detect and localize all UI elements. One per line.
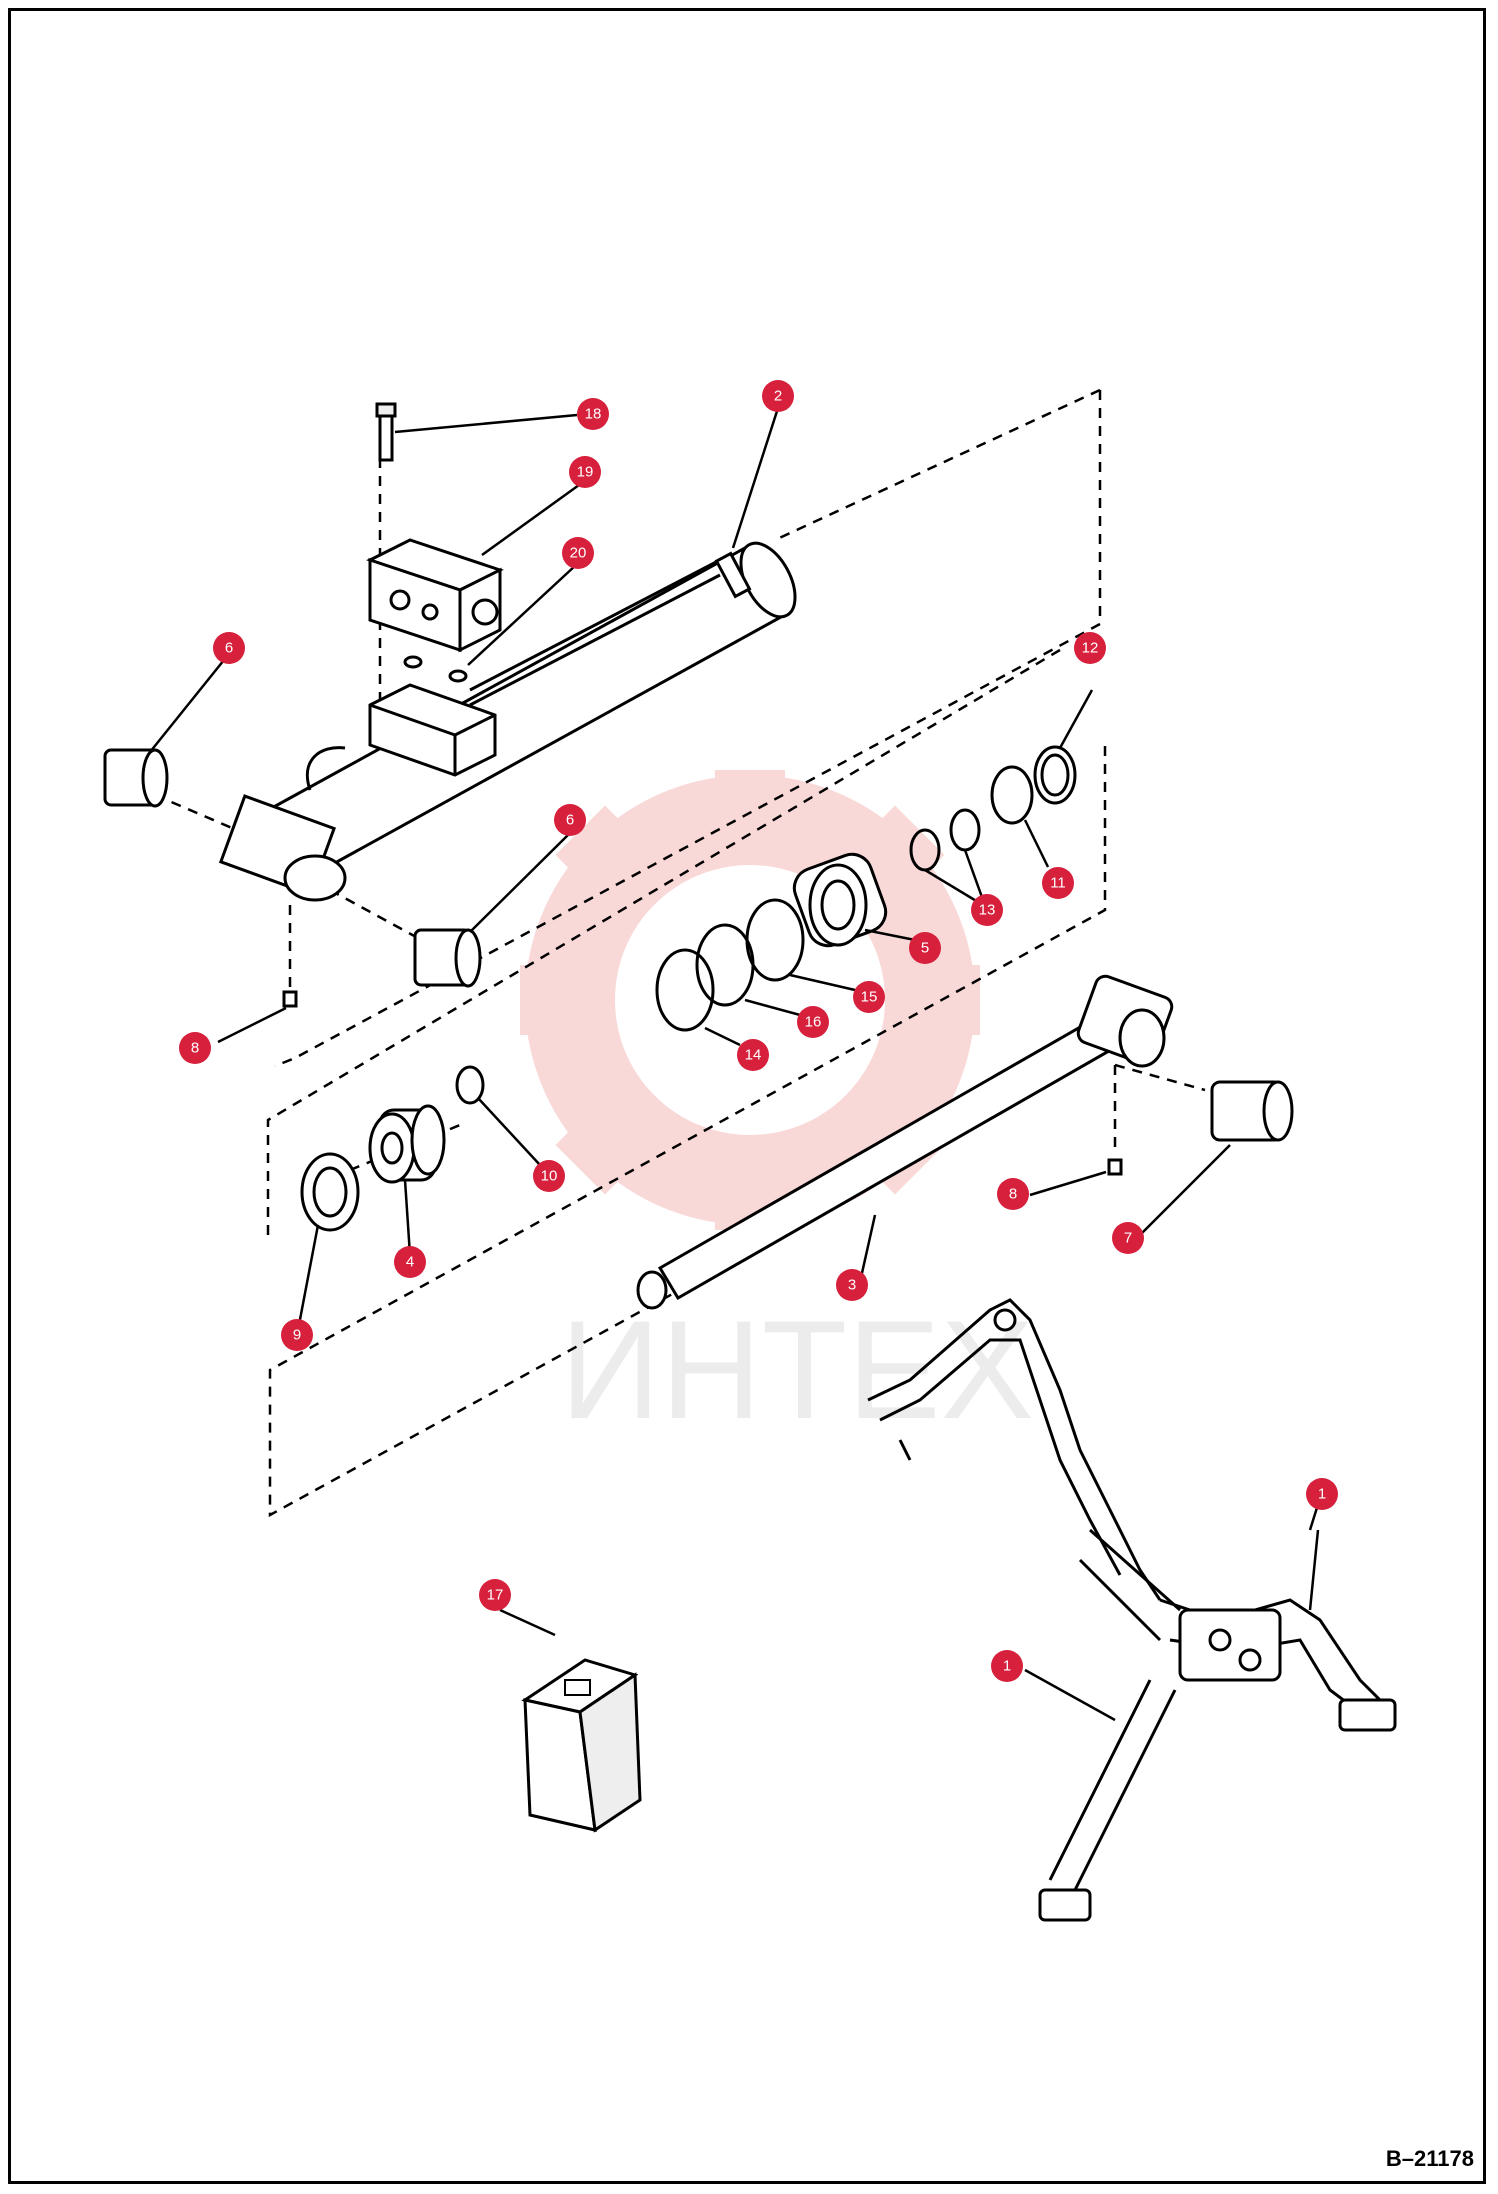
svg-text:3: 3 <box>848 1277 856 1294</box>
svg-text:16: 16 <box>805 1014 822 1031</box>
callout-18: 18 <box>577 398 609 430</box>
callout-20: 20 <box>562 537 594 569</box>
svg-text:18: 18 <box>585 406 602 423</box>
part-19-valve-block <box>366 538 504 653</box>
part-1-backhoe-assembly <box>867 1298 1397 1922</box>
callout-2: 2 <box>762 380 794 412</box>
callout-10: 10 <box>533 1160 565 1192</box>
part-17-seal-kit <box>521 1658 642 1833</box>
svg-text:1: 1 <box>1003 1658 1011 1675</box>
svg-text:2: 2 <box>774 388 782 405</box>
callout-5: 5 <box>909 932 941 964</box>
callout-12: 12 <box>1074 632 1106 664</box>
part-2-cylinder-barrel <box>218 541 797 902</box>
part-15-o-ring <box>745 898 805 982</box>
svg-text:17: 17 <box>487 1587 504 1604</box>
svg-text:6: 6 <box>566 812 574 829</box>
svg-text:9: 9 <box>293 1327 301 1344</box>
callout-13: 13 <box>971 894 1003 926</box>
part-11-rod-seal <box>990 765 1034 825</box>
watermark-text: ИНТЕХ <box>560 1291 1034 1448</box>
diagram-frame <box>8 8 1486 2184</box>
svg-text:19: 19 <box>577 464 594 481</box>
part-10-ring <box>455 1065 485 1105</box>
svg-text:11: 11 <box>1050 875 1066 892</box>
svg-text:8: 8 <box>1009 1186 1017 1203</box>
part-16-backup-ring <box>695 923 755 1007</box>
part-14-o-ring <box>655 948 715 1032</box>
svg-text:12: 12 <box>1082 640 1099 657</box>
part-7-bushing <box>1210 1080 1294 1142</box>
svg-text:10: 10 <box>541 1168 558 1185</box>
callout-6-lower: 6 <box>554 804 586 836</box>
part-6-bushing-upper <box>103 748 169 808</box>
part-4-piston <box>368 1104 446 1184</box>
callout-19: 19 <box>569 456 601 488</box>
callout-1-right: 1 <box>1306 1478 1338 1510</box>
part-9-lock-nut <box>300 1152 360 1232</box>
callout-1-left: 1 <box>991 1650 1023 1682</box>
svg-text:15: 15 <box>861 989 878 1006</box>
drawing-id: B–21178 <box>1385 2146 1474 2171</box>
callout-9: 9 <box>281 1319 313 1351</box>
part-5-gland <box>792 852 888 948</box>
part-12-wiper-seal <box>1033 745 1077 805</box>
svg-text:1: 1 <box>1318 1486 1326 1503</box>
callout-17: 17 <box>479 1579 511 1611</box>
callout-6-upper: 6 <box>213 632 245 664</box>
part-3-piston-rod <box>636 974 1174 1310</box>
callout-8-left: 8 <box>179 1032 211 1064</box>
callout-15: 15 <box>853 981 885 1013</box>
svg-text:20: 20 <box>570 545 587 562</box>
svg-text:8: 8 <box>191 1040 199 1057</box>
callouts: 18 2 19 20 6 12 6 11 <box>179 380 1338 1682</box>
svg-text:4: 4 <box>406 1254 414 1271</box>
callout-4: 4 <box>394 1246 426 1278</box>
callout-14: 14 <box>737 1039 769 1071</box>
part-8-grease-fitting-left <box>282 990 298 1008</box>
svg-text:14: 14 <box>745 1047 762 1064</box>
svg-text:5: 5 <box>921 940 929 957</box>
svg-text:7: 7 <box>1124 1230 1132 1247</box>
exploded-boundaries <box>154 388 1206 1518</box>
callout-16: 16 <box>797 1006 829 1038</box>
callout-3: 3 <box>836 1269 868 1301</box>
svg-text:6: 6 <box>225 640 233 657</box>
callout-7: 7 <box>1112 1222 1144 1254</box>
part-6-bushing-lower <box>413 928 482 988</box>
part-8-grease-fitting-right <box>1107 1158 1123 1176</box>
leader-lines <box>149 407 1322 1722</box>
part-20-o-rings <box>403 655 468 683</box>
callout-11: 11 <box>1042 867 1074 899</box>
svg-text:13: 13 <box>979 902 996 919</box>
part-18-bolt <box>375 402 397 462</box>
callout-8-right: 8 <box>997 1178 1029 1210</box>
